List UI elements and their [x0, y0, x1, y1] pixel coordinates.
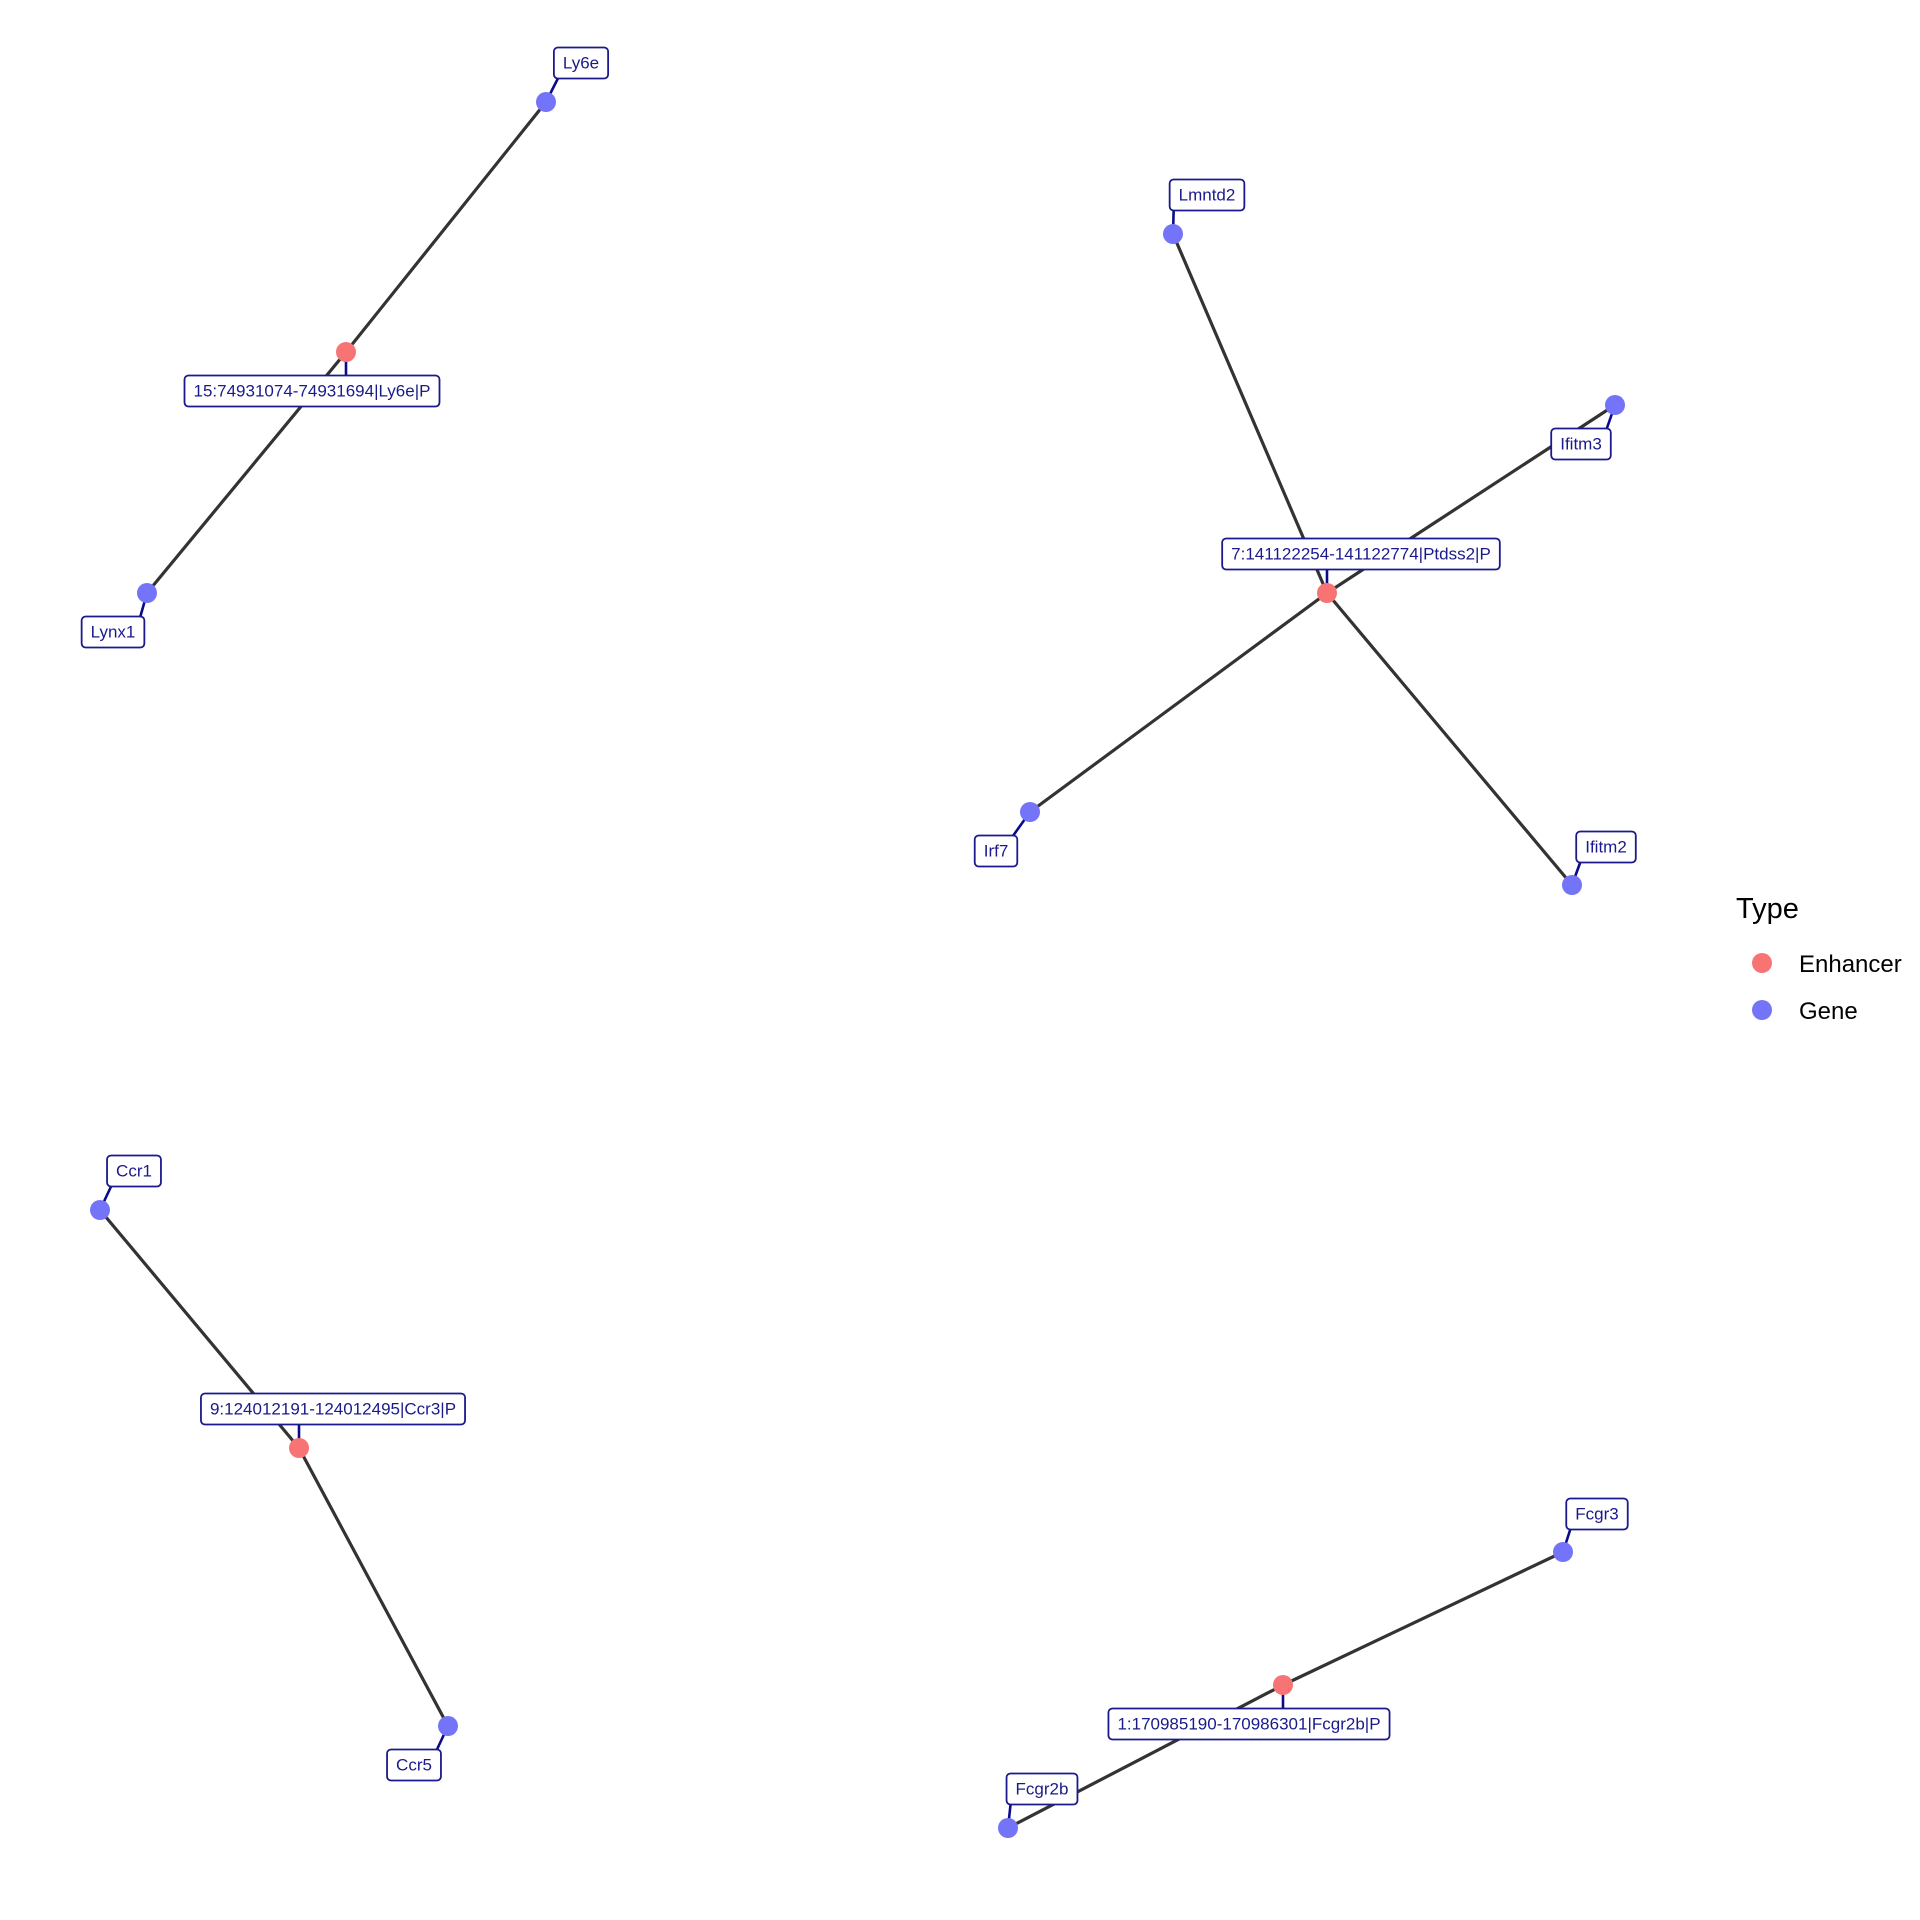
- node-label-box-g_ccr1: [106, 1154, 162, 1188]
- node-label-box-e4: [1107, 1707, 1391, 1741]
- node-label-text-e3: 9:124012191-124012495|Ccr3|P: [210, 1400, 456, 1419]
- edge-e1-g_ly6e: [344, 100, 548, 354]
- node-label-g_fcgr2b: Fcgr2b: [1005, 1772, 1079, 1806]
- node-label-g_fcgr3: Fcgr3: [1565, 1497, 1629, 1531]
- node-label-box-g_ccr5: [386, 1748, 442, 1782]
- node-label-text-g_irf7: Irf7: [984, 842, 1009, 861]
- gene-node-g_lynx1[interactable]: [137, 583, 157, 603]
- node-label-box-g_lynx1: [80, 615, 146, 649]
- node-label-g_ifitm2: Ifitm2: [1575, 830, 1637, 864]
- legend-title: Type: [1736, 893, 1799, 925]
- node-label-g_irf7: Irf7: [973, 834, 1019, 868]
- gene-node-g_ccr5[interactable]: [438, 1716, 458, 1736]
- node-label-box-g_ifitm2: [1575, 830, 1637, 864]
- node-label-text-g_ccr5: Ccr5: [396, 1756, 432, 1775]
- node-label-box-e3: [200, 1392, 466, 1426]
- edge-e3-g_ccr5: [297, 1446, 450, 1728]
- node-label-text-g_fcgr3: Fcgr3: [1575, 1505, 1618, 1524]
- gene-node-g_ifitm2[interactable]: [1562, 875, 1582, 895]
- legend: Type Enhancer Gene: [1736, 893, 1902, 1025]
- legend-gene-label: Gene: [1799, 998, 1858, 1025]
- node-label-box-g_irf7: [973, 834, 1019, 868]
- edge-e2-g_irf7: [1028, 591, 1329, 814]
- enhancer-node-e4[interactable]: [1273, 1675, 1293, 1695]
- node-label-e2: 7:141122254-141122774|Ptdss2|P: [1221, 537, 1501, 571]
- edge-e2-g_lmntd2: [1171, 232, 1329, 595]
- gene-node-g_ifitm3[interactable]: [1605, 395, 1625, 415]
- gene-node-g_fcgr2b[interactable]: [998, 1818, 1018, 1838]
- node-label-box-g_ifitm3: [1550, 427, 1612, 461]
- node-label-box-g_lmntd2: [1168, 178, 1246, 212]
- enhancer-node-e3[interactable]: [289, 1438, 309, 1458]
- node-label-g_lmntd2: Lmntd2: [1168, 178, 1246, 212]
- node-label-text-e4: 1:170985190-170986301|Fcgr2b|P: [1117, 1715, 1380, 1734]
- node-label-e4: 1:170985190-170986301|Fcgr2b|P: [1107, 1707, 1391, 1741]
- gene-node-g_ly6e[interactable]: [536, 92, 556, 112]
- node-label-box-g_fcgr3: [1565, 1497, 1629, 1531]
- nodes-layer: [90, 92, 1625, 1838]
- node-label-g_ccr5: Ccr5: [386, 1748, 442, 1782]
- edge-e4-g_fcgr2b: [1006, 1683, 1285, 1830]
- node-label-text-g_ccr1: Ccr1: [116, 1162, 152, 1181]
- node-label-text-g_ifitm3: Ifitm3: [1560, 435, 1602, 454]
- gene-node-g_irf7[interactable]: [1020, 802, 1040, 822]
- node-label-box-e1: [183, 374, 441, 408]
- edges-layer: [98, 100, 1617, 1830]
- node-label-text-g_lmntd2: Lmntd2: [1179, 186, 1236, 205]
- gene-node-g_ccr1[interactable]: [90, 1200, 110, 1220]
- edge-e2-g_ifitm2: [1325, 591, 1574, 887]
- gene-node-g_fcgr3[interactable]: [1553, 1542, 1573, 1562]
- edge-e4-g_fcgr3: [1281, 1550, 1565, 1687]
- node-label-text-e1: 15:74931074-74931694|Ly6e|P: [194, 382, 431, 401]
- node-label-g_ccr1: Ccr1: [106, 1154, 162, 1188]
- enhancer-node-e1[interactable]: [336, 342, 356, 362]
- node-label-e1: 15:74931074-74931694|Ly6e|P: [183, 374, 441, 408]
- node-label-box-e2: [1221, 537, 1501, 571]
- label-leaders-layer: [98, 77, 1617, 1830]
- node-label-text-g_ly6e: Ly6e: [563, 54, 599, 73]
- legend-enhancer-label: Enhancer: [1799, 951, 1902, 978]
- node-label-g_ly6e: Ly6e: [552, 46, 610, 80]
- node-label-box-g_fcgr2b: [1005, 1772, 1079, 1806]
- gene-node-g_lmntd2[interactable]: [1163, 224, 1183, 244]
- legend-enhancer-swatch: [1752, 953, 1772, 973]
- enhancer-node-e2[interactable]: [1317, 583, 1337, 603]
- legend-gene-swatch: [1752, 1000, 1772, 1020]
- node-label-text-g_ifitm2: Ifitm2: [1585, 838, 1627, 857]
- node-label-text-g_lynx1: Lynx1: [91, 623, 136, 642]
- node-label-g_lynx1: Lynx1: [80, 615, 146, 649]
- node-label-text-e2: 7:141122254-141122774|Ptdss2|P: [1231, 545, 1491, 564]
- node-label-e3: 9:124012191-124012495|Ccr3|P: [200, 1392, 466, 1426]
- node-label-box-g_ly6e: [552, 46, 610, 80]
- node-label-g_ifitm3: Ifitm3: [1550, 427, 1612, 461]
- node-label-text-g_fcgr2b: Fcgr2b: [1016, 1780, 1069, 1799]
